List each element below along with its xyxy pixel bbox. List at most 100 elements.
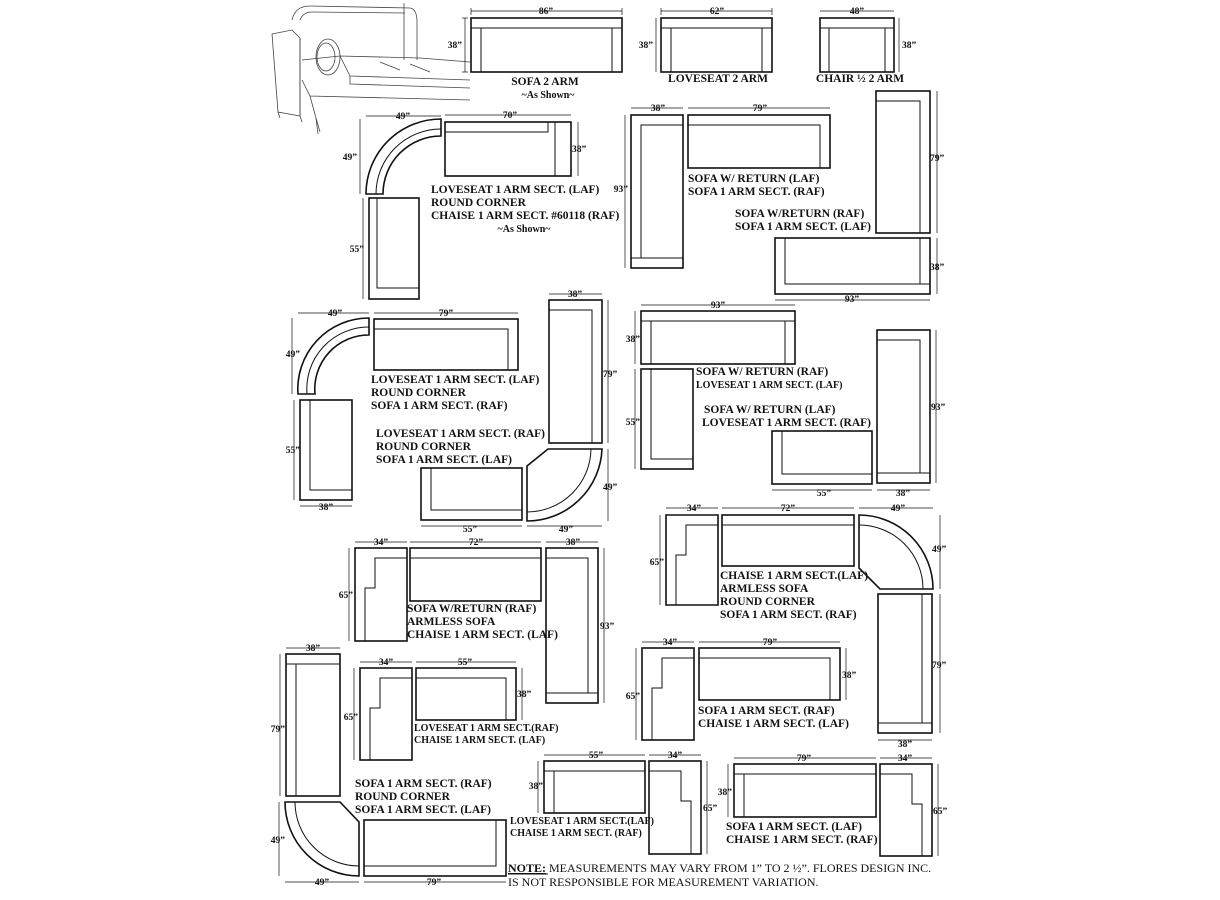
dim: 38” (898, 740, 913, 750)
config-label: CHAISE 1 ARM SECT. #60118 (RAF) (431, 210, 619, 222)
dim: 34” (663, 638, 678, 648)
config-label: LOVESEAT 1 ARM SECT. (RAF) (702, 417, 871, 429)
dim: 93” (711, 301, 726, 311)
loveseat-round-chaise-diagram: 49” 49” 70” 38” 55” LOVESEAT 1 ARM SECT.… (343, 111, 619, 300)
config-label: LOVESEAT 1 ARM SECT. (LAF) (696, 380, 842, 391)
dim: 55” (626, 418, 641, 428)
config-label: SOFA W/ RETURN (LAF) (688, 173, 820, 185)
sofa-chaise-a-diagram: 34” 65” 79” 38” SOFA 1 ARM SECT. (RAF) C… (626, 638, 857, 741)
config-label: SOFA W/RETURN (RAF) (735, 208, 864, 220)
dim: 65” (344, 713, 359, 723)
dim: 65” (933, 807, 948, 817)
sofa-return-laf-diagram: 38” 79” 93” SOFA W/ RETURN (LAF) SOFA 1 … (614, 104, 831, 269)
config-label: ARMLESS SOFA (407, 616, 496, 628)
config-label: SOFA 1 ARM SECT. (RAF) (720, 609, 857, 621)
config-label: ARMLESS SOFA (720, 583, 809, 595)
dim: 34” (668, 751, 683, 761)
config-label: CHAIR ½ 2 ARM (816, 73, 904, 85)
dim: 55” (350, 245, 365, 255)
config-label: SOFA W/RETURN (RAF) (407, 603, 536, 615)
dim: 55” (589, 751, 604, 761)
dim: 49” (891, 504, 906, 514)
dim: 49” (603, 483, 618, 493)
dim: 49” (396, 112, 411, 122)
loveseat-round-sofa-b-diagram: 38” 79” 49” 55” 49” LOVESEAT 1 ARM SECT.… (376, 290, 618, 535)
dim: 49” (343, 153, 358, 163)
config-label: SOFA 2 ARM (511, 76, 579, 88)
dim: 79” (932, 661, 947, 671)
sofa-round-sofa-diagram: 38” 79” 49” 49” 79” SOFA 1 ARM SECT. (RA… (271, 644, 507, 888)
config-label: SOFA 1 ARM SECT. (LAF) (376, 454, 512, 466)
sofa-return-raf-diagram: 79” 38” 93” SOFA W/RETURN (RAF) SOFA 1 A… (735, 90, 945, 305)
dim-depth: 38” (902, 41, 917, 51)
dim: 38” (896, 489, 911, 499)
dim-width: 62” (710, 7, 725, 17)
loveseat-chaise-diagram: 34” 65” 55” 38” LOVESEAT 1 ARM SECT.(RAF… (344, 658, 558, 761)
dim: 79” (797, 754, 812, 764)
dim: 49” (286, 350, 301, 360)
dim: 34” (898, 754, 913, 764)
dim: 72” (469, 538, 484, 548)
note-line-1: NOTE: MEASUREMENTS MAY VARY FROM 1” TO 2… (508, 861, 931, 875)
dim-width: 48” (850, 7, 865, 17)
config-label: CHAISE 1 ARM SECT. (LAF) (407, 629, 558, 641)
dim: 38” (842, 671, 857, 681)
dim: 55” (463, 525, 478, 535)
dim-depth: 38” (448, 41, 463, 51)
config-label: CHAISE 1 ARM SECT.(LAF) (720, 570, 868, 582)
dim: 65” (626, 692, 641, 702)
dim: 38” (572, 145, 587, 155)
config-label: SOFA 1 ARM SECT. (LAF) (735, 221, 871, 233)
dim: 38” (718, 788, 733, 798)
sofa-2-arm-diagram: 86” 38” SOFA 2 ARM ~As Shown~ (448, 7, 623, 101)
chair-2-arm-diagram: 48” 38” CHAIR ½ 2 ARM (816, 7, 917, 85)
dim: 38” (566, 538, 581, 548)
config-label: CHAISE 1 ARM SECT. (RAF) (726, 834, 878, 846)
config-label: CHAISE 1 ARM SECT. (LAF) (414, 735, 545, 746)
dim: 79” (271, 725, 286, 735)
dim: 79” (439, 309, 454, 319)
dim: 38” (517, 690, 532, 700)
sofa-perspective-illustration (271, 3, 471, 135)
dim: 79” (427, 878, 442, 888)
loveseat-2-arm-diagram: 62” 38” LOVESEAT 2 ARM (639, 7, 773, 85)
sofa-return-loveseat-laf-diagram: 93” 55” 38” SOFA W/ RETURN (LAF) LOVESEA… (702, 329, 946, 499)
config-label: SOFA 1 ARM SECT. (RAF) (698, 705, 835, 717)
dim: 38” (529, 782, 544, 792)
config-label: ROUND CORNER (355, 791, 451, 803)
dim: 65” (650, 558, 665, 568)
dim: 38” (626, 335, 641, 345)
dim: 38” (651, 104, 666, 114)
measurement-note: NOTE: MEASUREMENTS MAY VARY FROM 1” TO 2… (508, 861, 931, 889)
dim: 93” (931, 403, 946, 413)
loveseat-round-sofa-diagram: 49” 49” 79” 55” 38” LOVESEAT 1 ARM SECT.… (286, 309, 540, 513)
dim: 93” (614, 185, 629, 195)
config-label: SOFA 1 ARM SECT. (RAF) (355, 778, 492, 790)
dim: 65” (703, 804, 718, 814)
loveseat-chaise-b-diagram: 55” 38” 34” 65” LOVESEAT 1 ARM SECT.(LAF… (510, 751, 718, 855)
config-label: SOFA 1 ARM SECT. (LAF) (726, 821, 862, 833)
dim: 65” (339, 591, 354, 601)
config-label: SOFA W/ RETURN (LAF) (704, 404, 836, 416)
chaise-armless-round-sofa-diagram: 34” 65” 72” 49” 49” 79” 38” CHAISE 1 ARM… (650, 504, 947, 750)
dim: 49” (328, 309, 343, 319)
config-label: LOVESEAT 1 ARM SECT.(RAF) (414, 723, 558, 734)
dim: 79” (753, 104, 768, 114)
config-label: SOFA W/ RETURN (RAF) (696, 366, 828, 378)
dim: 49” (932, 545, 947, 555)
config-label: LOVESEAT 1 ARM SECT.(LAF) (510, 816, 654, 827)
as-shown-label: ~As Shown~ (522, 90, 576, 101)
sofa-return-loveseat-raf-diagram: 93” 38” 55” SOFA W/ RETURN (RAF) LOVESEA… (626, 301, 842, 470)
dim: 70” (503, 111, 518, 121)
config-label: LOVESEAT 2 ARM (668, 73, 768, 85)
config-label: LOVESEAT 1 ARM SECT. (LAF) (431, 184, 600, 196)
config-label: CHAISE 1 ARM SECT. (LAF) (698, 718, 849, 730)
dim: 34” (379, 658, 394, 668)
dim: 38” (306, 644, 321, 654)
dim: 34” (687, 504, 702, 514)
dim: 55” (817, 489, 832, 499)
dim: 55” (286, 446, 301, 456)
sofareturn-armless-chaise-diagram: 34” 65” 72” 38” 93” SOFA W/RETURN (RAF) … (339, 538, 615, 704)
config-label: ROUND CORNER (431, 197, 527, 209)
dim: 38” (568, 290, 583, 300)
